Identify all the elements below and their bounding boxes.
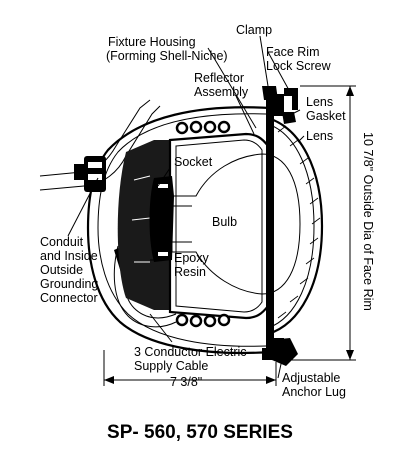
label-clamp: Clamp — [236, 23, 272, 37]
diagram-title: SP- 560, 570 SERIES — [107, 422, 293, 443]
label-lens-gasket: Lens — [306, 95, 333, 109]
label-cable-2: Supply Cable — [134, 359, 208, 373]
label-lock-screw: Lock Screw — [266, 59, 332, 73]
label-height-dimension: 10 7/8" Outside Dia of Face Rim — [361, 132, 375, 311]
lens-hatch — [277, 125, 321, 319]
label-reflector: Reflector — [194, 71, 244, 85]
bulb — [171, 153, 301, 295]
label-resin: Resin — [174, 265, 206, 279]
label-anchor-2: Anchor Lug — [282, 385, 346, 399]
label-cable-1: 3 Conductor Electric — [134, 345, 247, 359]
label-conduit-1: Conduit — [40, 235, 84, 249]
label-conduit-5: Connector — [40, 291, 98, 305]
reflector-coils-top — [175, 120, 231, 135]
face-rim-lock-screw — [284, 88, 298, 110]
fixture-housing-shell — [86, 106, 271, 355]
label-conduit-3: Outside — [40, 263, 83, 277]
label-width-dimension: 7 3/8" — [170, 375, 202, 389]
label-fixture-housing: Fixture Housing — [108, 35, 196, 49]
label-face-rim: Face Rim — [266, 45, 319, 59]
label-anchor-1: Adjustable — [282, 371, 340, 385]
fixture-housing-inner — [97, 113, 267, 347]
label-conduit-2: and Inside — [40, 249, 98, 263]
label-fixture-housing-sub: (Forming Shell-Niche) — [106, 49, 228, 63]
label-conduit-4: Grounding — [40, 277, 98, 291]
label-socket: Socket — [174, 155, 213, 169]
label-lens: Lens — [306, 129, 333, 143]
socket — [149, 176, 174, 262]
label-lens-gasket-sub: Gasket — [306, 109, 346, 123]
lens — [267, 116, 324, 336]
label-bulb: Bulb — [212, 215, 237, 229]
label-reflector-assembly: Assembly — [194, 85, 249, 99]
lens-gasket — [282, 112, 296, 124]
reflector-coils-bottom — [175, 313, 231, 328]
clamp — [262, 86, 278, 100]
label-epoxy: Epoxy — [174, 251, 209, 265]
face-rim — [266, 96, 274, 360]
